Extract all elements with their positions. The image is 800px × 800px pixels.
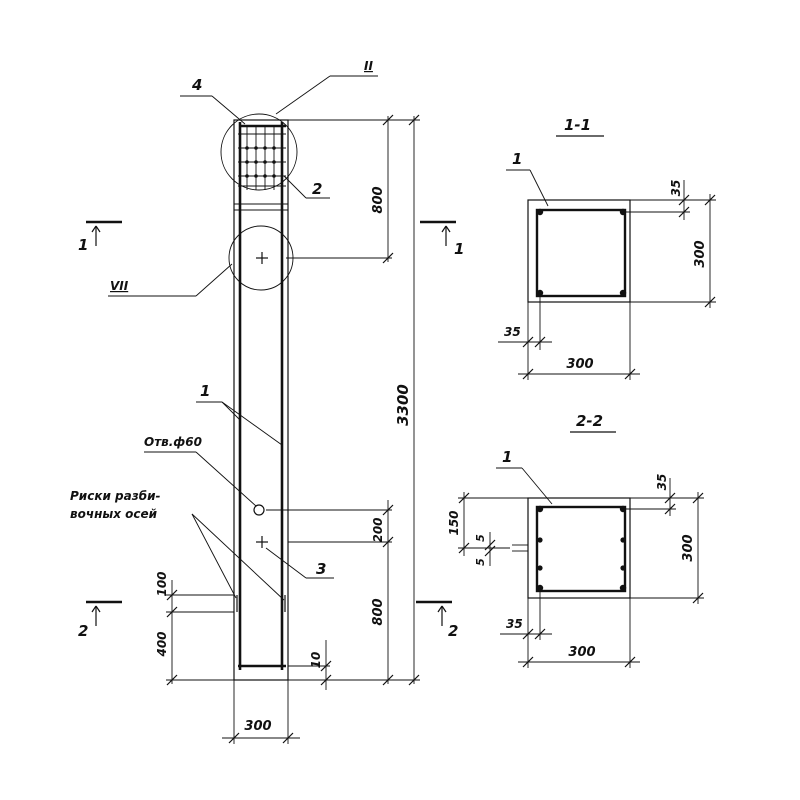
section-1-1 [498, 135, 716, 380]
section-2-2-dim-300-width: 300 [568, 645, 595, 660]
callout-marks-line2: вочных осей [70, 507, 158, 521]
section-cut-1 [86, 220, 456, 246]
dim-bottom-800: 800 [371, 598, 386, 625]
embedded-mark-upper [256, 252, 268, 264]
dim-top-800: 800 [371, 186, 386, 213]
column-elevation [233, 119, 289, 681]
section-2-2-dim-150: 150 [447, 510, 461, 535]
dim-mark-100: 100 [155, 571, 169, 596]
section-cut-2 [86, 600, 452, 626]
callout-node-VII: VII [110, 279, 129, 293]
embedded-mark-lower [256, 536, 268, 548]
section-1-1-title: 1-1 [564, 116, 591, 134]
hole-60 [253, 504, 265, 516]
section-2-2 [458, 431, 704, 668]
callout-hole: Отв.ф60 [144, 435, 202, 449]
leaders [108, 75, 378, 601]
cut-1-right-label: 1 [454, 240, 464, 258]
section-2-2-dim-35-top: 35 [655, 474, 669, 491]
section-2-2-title: 2-2 [576, 412, 603, 430]
callout-2: 2 [312, 180, 322, 198]
section-1-1-dim-35-left: 35 [504, 325, 521, 339]
callout-3: 3 [316, 560, 326, 578]
cut-2-left-label: 2 [78, 622, 88, 640]
elevation-dimensions-right [266, 114, 420, 690]
dim-total-3300: 3300 [394, 384, 412, 426]
detail-circle-II [220, 113, 298, 191]
section-2-2-dim-5a: 5 [474, 534, 487, 542]
elevation-dimensions-left [166, 580, 300, 744]
section-1-1-pos1: 1 [512, 150, 522, 168]
section-2-2-pos1: 1 [502, 448, 512, 466]
section-1-1-stirrup [535, 208, 627, 298]
dim-width-300: 300 [244, 719, 271, 734]
callout-marks-line1: Риски разби- [70, 489, 160, 503]
cut-2-right-label: 2 [448, 622, 458, 640]
section-1-1-dim-35-top: 35 [669, 180, 683, 197]
column-outline [233, 119, 289, 681]
callout-4: 4 [191, 76, 202, 94]
section-2-2-dim-300-height: 300 [681, 534, 696, 561]
dim-mark-400: 400 [155, 631, 169, 657]
section-2-2-dim-5b: 5 [474, 558, 487, 566]
section-1-1-outline [527, 199, 631, 303]
callout-node-II: II [364, 59, 373, 73]
callout-1: 1 [200, 382, 210, 400]
section-2-2-stirrup [535, 505, 627, 593]
section-2-2-dim-35-left: 35 [506, 617, 523, 631]
top-mesh-cage [238, 124, 286, 190]
section-1-1-dim-300-width: 300 [566, 357, 593, 372]
cut-1-left-label: 1 [78, 236, 88, 254]
section-2-2-outline [527, 497, 631, 599]
dim-bottom-10: 10 [309, 652, 323, 669]
dim-hole-200: 200 [371, 517, 385, 542]
section-1-1-dim-300-height: 300 [693, 240, 708, 267]
